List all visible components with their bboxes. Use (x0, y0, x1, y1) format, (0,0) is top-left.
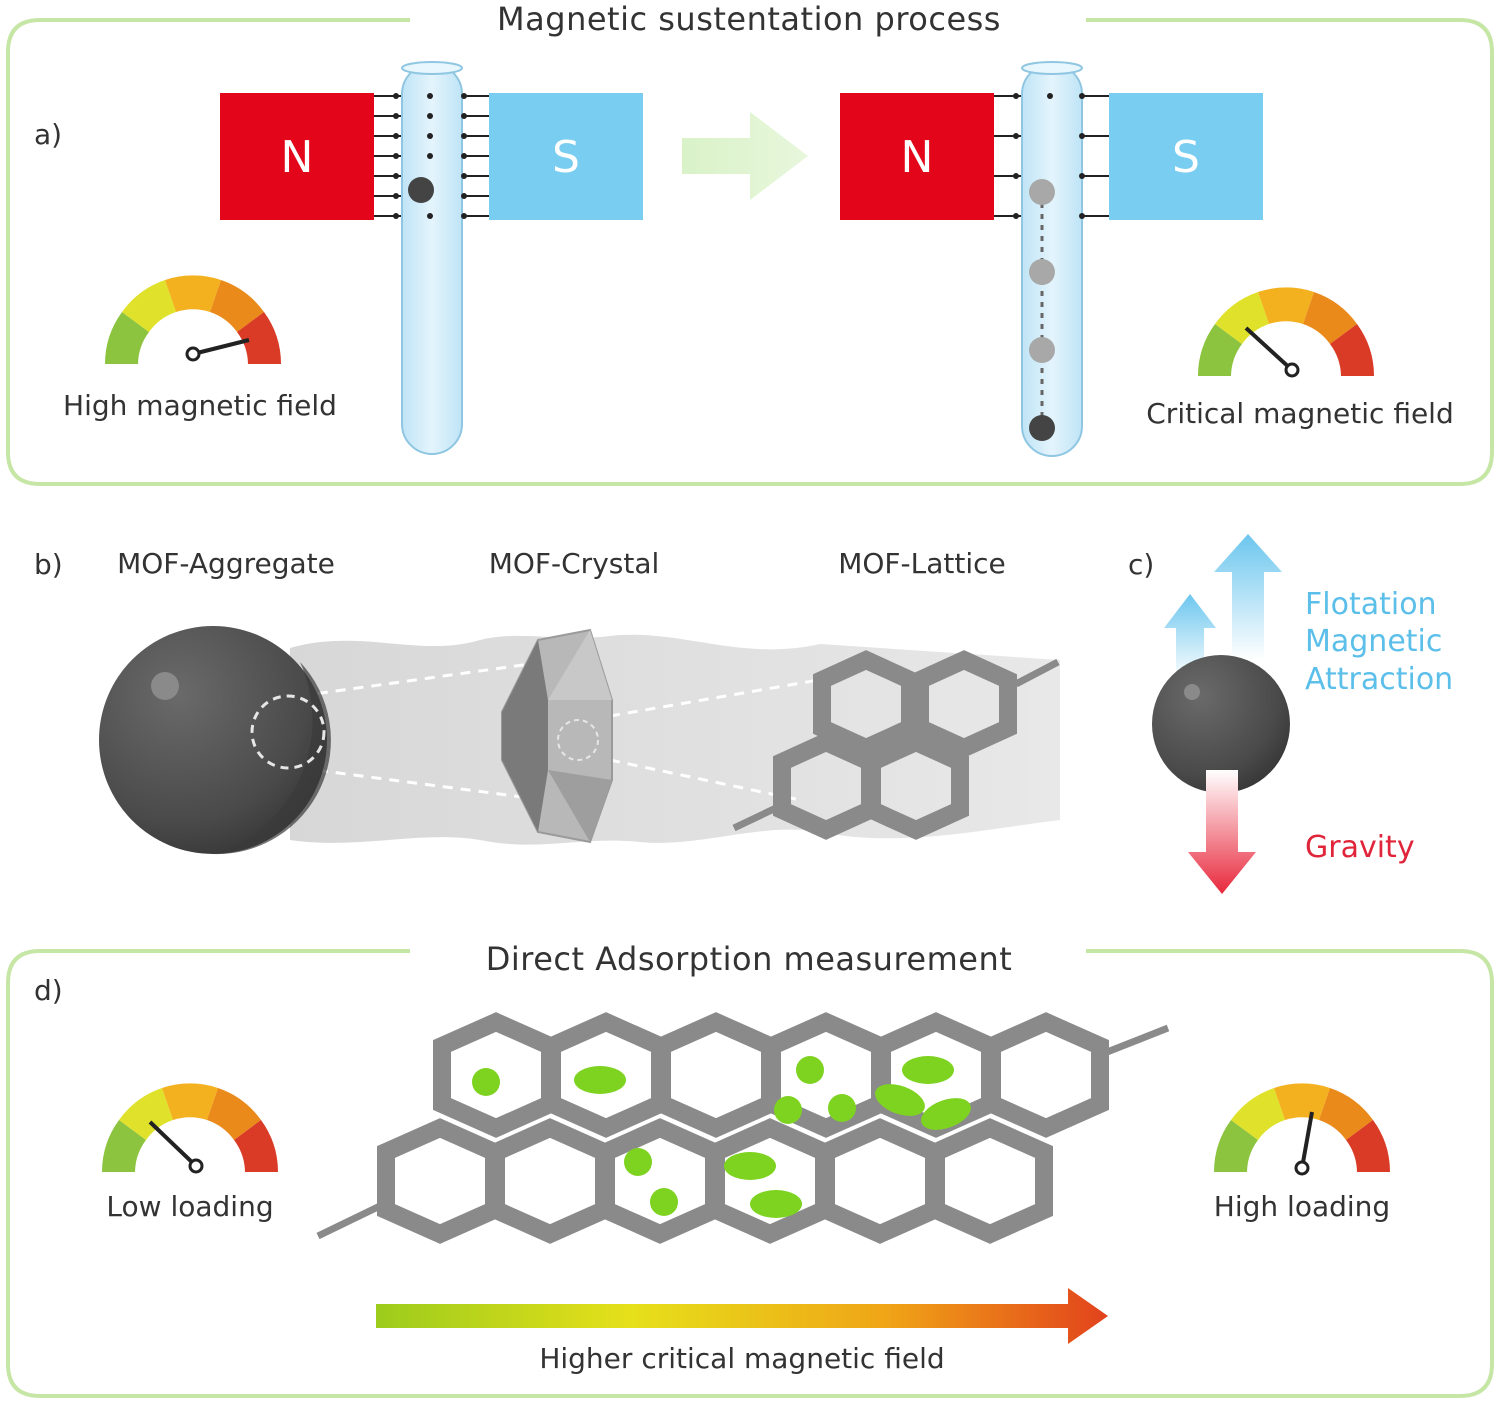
field-arrowheads-left (393, 93, 467, 219)
gauge-needle (148, 1120, 198, 1168)
gauge-high-field (105, 275, 281, 364)
mof-crystal-label: MOF-Crystal (489, 547, 660, 580)
gauge-high-loading-label: High loading (1214, 1190, 1390, 1223)
section-c-label: c) (1128, 548, 1154, 581)
critical-field-arrow (376, 1288, 1108, 1344)
test-tube-left (401, 63, 463, 455)
section-d-label: d) (34, 974, 63, 1007)
section-b-label: b) (34, 548, 63, 581)
force-label-gravity: Gravity (1305, 830, 1415, 865)
magnet-n-right-label: N (901, 132, 934, 183)
particle-fallen (1029, 415, 1055, 441)
mof-aggregate-sphere (99, 626, 331, 855)
mof-lattice-small (732, 650, 1060, 840)
magnet-s-right-label: S (1172, 132, 1200, 183)
mof-lattice-label: MOF-Lattice (838, 547, 1006, 580)
critical-field-arrow-label: Higher critical magnetic field (539, 1342, 944, 1375)
gauge-critical-field (1198, 287, 1374, 378)
transition-arrow (682, 112, 808, 200)
section-a-label: a) (34, 118, 62, 151)
gauge-needle (1300, 1111, 1314, 1169)
section-a-title: Magnetic sustentation process (497, 0, 1001, 38)
mof-lattice-large (316, 1012, 1170, 1244)
force-arrow-gravity (1188, 770, 1256, 894)
gauge-low-loading-label: Low loading (106, 1190, 273, 1223)
magnet-s-left-label: S (552, 132, 580, 183)
section-d-frame (6, 949, 1494, 1398)
magnet-n-right (840, 93, 994, 220)
gauge-low-loading (102, 1083, 278, 1174)
force-label-attraction: Attraction (1305, 662, 1453, 697)
magnet-n-left-label: N (281, 132, 314, 183)
gauge-needle (192, 338, 250, 356)
magnet-s-right (1109, 93, 1263, 220)
magnet-s-left (489, 93, 643, 220)
gauge-needle (1244, 326, 1294, 372)
gauge-high-field-label: High magnetic field (63, 389, 337, 422)
force-label-magnetic: Magnetic (1305, 624, 1442, 659)
adsorbed-molecules (472, 1056, 971, 1218)
particle-levitated (408, 177, 434, 203)
mof-crystal (501, 628, 613, 844)
gauge-critical-field-label: Critical magnetic field (1146, 397, 1453, 430)
force-label-flotation: Flotation (1305, 587, 1437, 622)
gauge-high-loading (1214, 1083, 1390, 1176)
right-magnet-assembly: N S (840, 61, 1263, 457)
section-d-title: Direct Adsorption measurement (486, 940, 1013, 978)
force-arrow-magnetic (1214, 534, 1282, 660)
magnet-n-left (220, 93, 374, 220)
field-arrowheads-right (1013, 93, 1085, 219)
mof-aggregate-label: MOF-Aggregate (117, 547, 335, 580)
left-magnet-assembly: N S (220, 61, 643, 455)
test-tube-right (1021, 63, 1083, 457)
section-a-frame (6, 18, 1494, 486)
